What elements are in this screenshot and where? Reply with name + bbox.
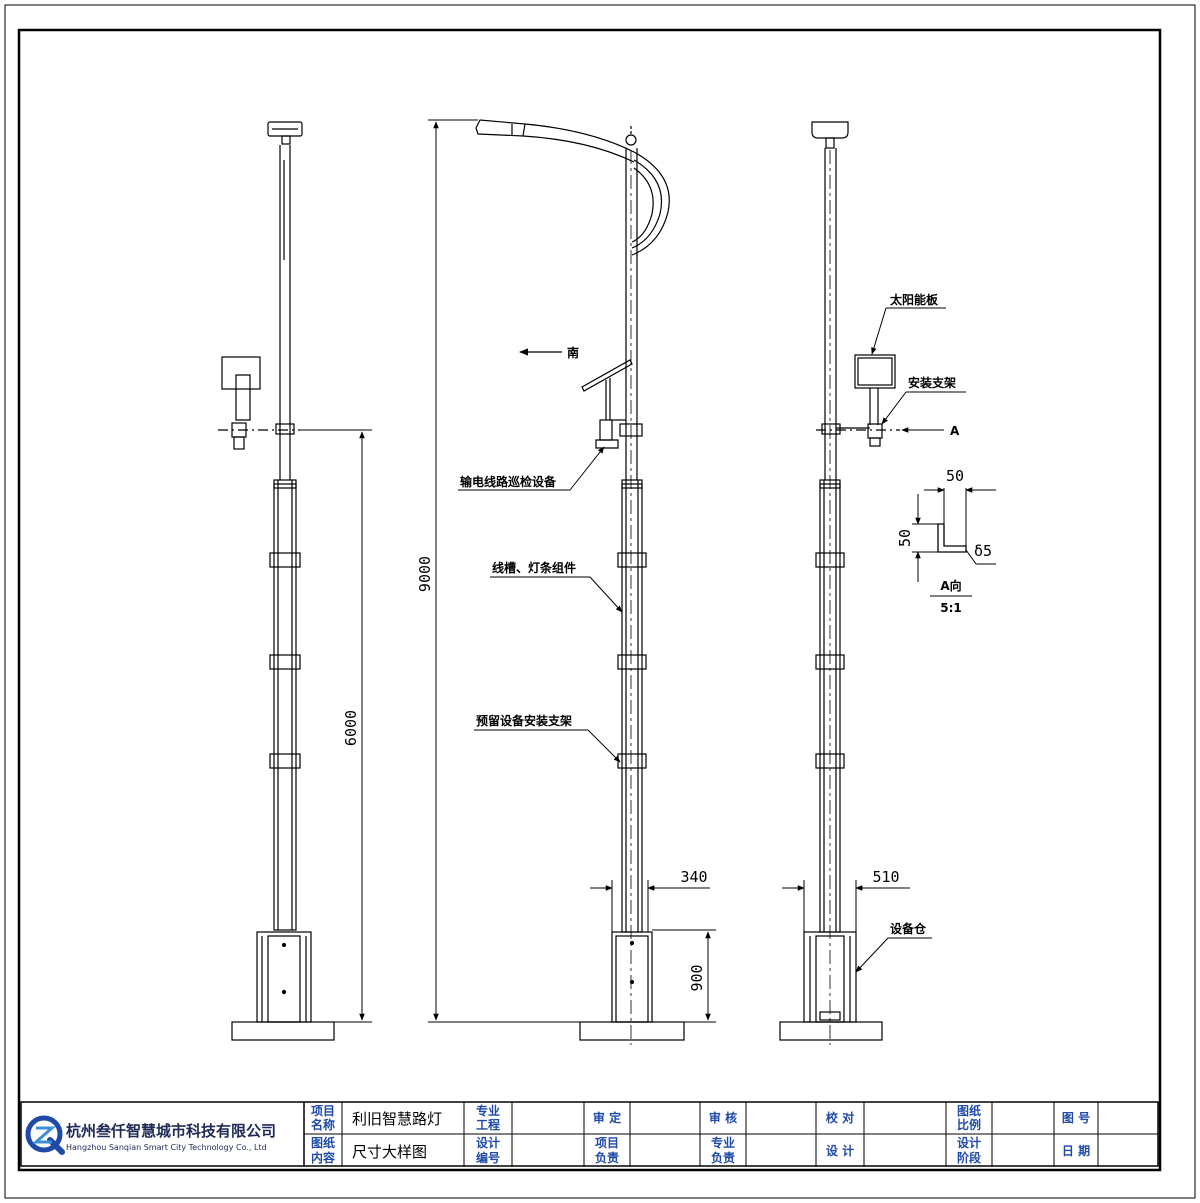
tb-check-label: 校 对: [826, 1110, 854, 1125]
label-solar-panel: 太阳能板: [890, 292, 939, 307]
dim-angle-thickness-text: δ5: [974, 542, 992, 560]
dimension-510: [782, 880, 910, 932]
pole-front-view: [475, 119, 685, 1045]
tb-content-label-2: 内容: [311, 1150, 335, 1165]
pole-left-view: [218, 121, 335, 1041]
label-equipment-cabin: 设备仓: [890, 921, 927, 936]
label-view-a-scale: 5:1: [940, 601, 962, 615]
tb-project-lead-label-1: 项目: [595, 1136, 619, 1150]
tb-project-name-label-1: 项目: [311, 1104, 335, 1118]
tb-design-no-label-1: 设计: [476, 1135, 500, 1150]
dim-9000-text: 9000: [416, 556, 434, 592]
tb-approve-label: 审 定: [593, 1110, 621, 1125]
tb-content-label-1: 图纸: [311, 1135, 335, 1150]
tb-discipline-lead-label-2: 负责: [711, 1150, 735, 1165]
tb-stage-label-2: 阶段: [957, 1150, 982, 1165]
tb-drawing-content: 尺寸大样图: [352, 1143, 427, 1161]
label-mount-bracket: 安装支架: [908, 375, 956, 390]
tb-scale-label-2: 比例: [957, 1117, 981, 1132]
company-logo-icon: [25, 1115, 65, 1155]
tb-review-label: 审 核: [709, 1110, 737, 1125]
tb-discipline-lead-label-1: 专业: [711, 1135, 735, 1150]
tb-stage-label-1: 设计: [957, 1135, 981, 1150]
label-inspection-device: 输电线路巡检设备: [460, 474, 557, 489]
dim-6000-text: 6000: [342, 710, 360, 746]
angle-detail: [912, 487, 996, 597]
outer-frame: [4, 4, 1196, 1199]
label-view-a: A向: [940, 578, 961, 593]
dim-angle-width-text: 50: [946, 467, 964, 485]
tb-drawing-no-label: 图 号: [1062, 1110, 1090, 1125]
dimension-6000: [300, 429, 372, 1023]
dim-angle-height-text: 50: [896, 529, 914, 547]
tb-project-lead-label-2: 负责: [595, 1150, 619, 1165]
dim-340-text: 340: [680, 868, 707, 886]
label-cable-trough: 线槽、灯条组件: [492, 560, 576, 575]
dimension-900: [652, 929, 716, 1023]
dimension-340: [590, 880, 710, 932]
tb-scale-label-1: 图纸: [957, 1103, 981, 1118]
tb-project-name: 利旧智慧路灯: [352, 1110, 442, 1128]
tb-discipline-label-1: 专业: [476, 1103, 500, 1118]
dimension-9000: [428, 119, 580, 1023]
company-name-cn: 杭州叁仟智慧城市科技有限公司: [66, 1122, 276, 1140]
callout-leaders-middle: [458, 446, 623, 763]
dim-900-text: 900: [688, 964, 706, 991]
tb-discipline-label-2: 工程: [476, 1117, 500, 1132]
label-reserved-bracket: 预留设备安装支架: [476, 713, 572, 728]
tb-project-name-label-2: 名称: [311, 1117, 335, 1132]
dim-510-text: 510: [872, 868, 899, 886]
pole-back-view: [779, 121, 900, 1045]
tb-design-no-label-2: 编号: [475, 1150, 500, 1165]
inner-frame: [17, 28, 1162, 1172]
callout-leaders-right: [855, 307, 966, 973]
label-south: 南: [567, 345, 579, 360]
label-section-a: A: [950, 424, 960, 438]
company-name-en: Hangzhou Sanqian Smart City Technology C…: [66, 1143, 267, 1152]
tb-design-label: 设 计: [826, 1143, 854, 1158]
title-block: [20, 1101, 1159, 1167]
tb-date-label: 日 期: [1062, 1143, 1090, 1158]
